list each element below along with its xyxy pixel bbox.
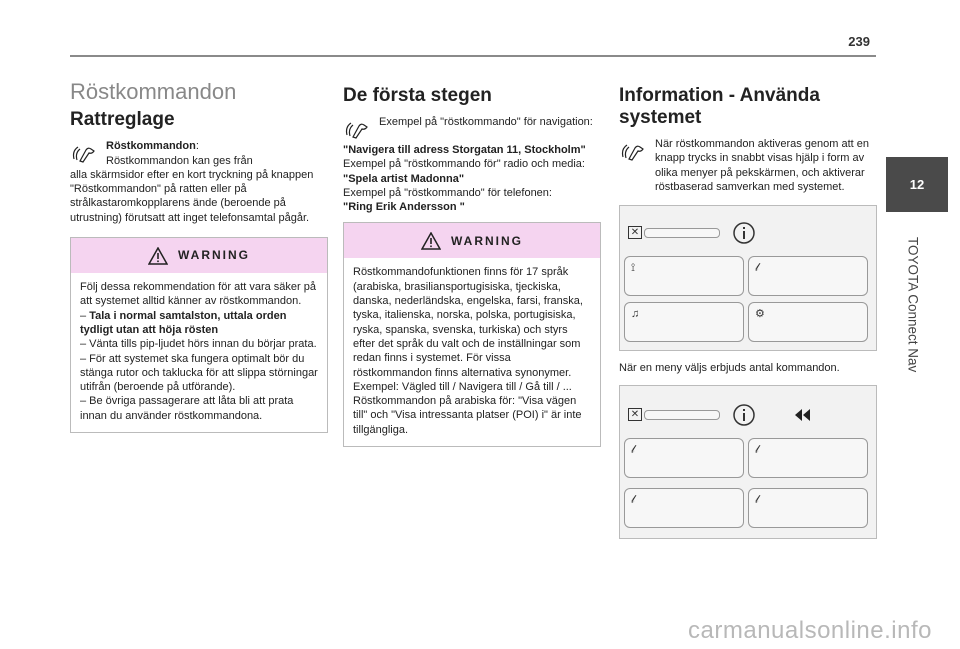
subsection-title: Rattreglage <box>70 109 175 131</box>
warning-triangle-icon <box>421 231 441 250</box>
voice-command-line: Röstkommandon kan ges från <box>106 154 253 167</box>
navigation-arrow-icon: ⟟ <box>631 262 636 275</box>
media-menu-button[interactable]: ♫ <box>624 302 744 343</box>
close-icon[interactable]: ✕ <box>628 408 642 422</box>
info-icon[interactable] <box>733 404 755 427</box>
warning-header: WARNING <box>344 223 600 259</box>
phone-command: "Ring Erik Andersson " <box>343 201 465 214</box>
phone-icon: 𝓁 <box>755 444 759 457</box>
phone-icon: 𝓁 <box>631 494 635 507</box>
section-title: Information - Använda systemet <box>619 85 820 128</box>
phone-example: Exempel på "röstkommando" för telefonen: <box>343 186 552 199</box>
settings-menu-button[interactable]: ⚙ <box>748 302 868 343</box>
usage-intro: När röstkommandon aktiveras genom att en… <box>619 137 877 194</box>
warning-body: Följ dessa rekommendation för att vara s… <box>80 281 318 422</box>
section-title: De första stegen <box>343 85 492 106</box>
warning-title: WARNING <box>178 248 250 263</box>
back-icon[interactable] <box>792 407 814 423</box>
column-right: Information - Använda systemet När röstk… <box>619 82 877 540</box>
warning-body: Röstkommandofunktionen finns för 17 språ… <box>353 266 583 436</box>
chapter-tab[interactable]: 12 <box>886 157 948 212</box>
voice-command-icon <box>345 122 368 139</box>
menu-caption: När en meny väljs erbjuds antal kommando… <box>619 362 840 375</box>
voice-command-icon <box>621 144 644 161</box>
chapter-label: TOYOTA Connect Nav <box>905 237 921 373</box>
phone-menu-button[interactable]: 𝓁 <box>748 256 868 297</box>
voice-command-description: alla skärmsidor efter en kort tryckning … <box>70 168 314 224</box>
command-button[interactable]: 𝓁 <box>748 488 868 529</box>
media-example: Exempel på "röstkommando för" radio och … <box>343 158 585 171</box>
navigation-example: Exempel på "röstkommando" för navigation… <box>343 115 601 143</box>
navigation-command: "Navigera till adress Storgatan 11, Stoc… <box>343 144 586 156</box>
music-icon: ♫ <box>631 308 640 321</box>
command-button[interactable]: 𝓁 <box>624 488 744 529</box>
settings-icon: ⚙ <box>755 308 765 321</box>
column-left: Röstkommandon Rattreglage Röstkommandon:… <box>70 79 328 434</box>
info-icon[interactable] <box>733 222 755 244</box>
phone-icon: 𝓁 <box>631 444 635 457</box>
warning-triangle-icon <box>148 246 168 265</box>
menu-bar-input <box>644 228 720 239</box>
help-menu-screen: ✕ ⟟ 𝓁 ♫ ⚙ <box>619 205 877 352</box>
voice-command-term: Röstkommandon <box>106 140 196 153</box>
menu-bar-input <box>644 410 720 421</box>
navigation-menu-button[interactable]: ⟟ <box>624 256 744 297</box>
phone-icon: 𝓁 <box>755 262 759 275</box>
phone-icon: 𝓁 <box>755 494 759 507</box>
close-icon[interactable]: ✕ <box>628 226 642 240</box>
voice-command-icon <box>72 146 95 164</box>
warning-header: WARNING <box>71 238 327 274</box>
watermark: carmanualsonline.info <box>688 617 932 644</box>
header-rule <box>70 55 876 57</box>
media-command: "Spela artist Madonna" <box>343 172 465 185</box>
warning-box: WARNING Röstkommandofunktionen finns för… <box>343 222 601 448</box>
voice-command-paragraph: Röstkommandon: Röstkommandon kan ges frå… <box>70 139 328 168</box>
warning-title: WARNING <box>451 233 523 248</box>
page-number: 239 <box>848 34 870 49</box>
warning-box: WARNING Följ dessa rekommendation för at… <box>70 237 328 434</box>
command-button[interactable]: 𝓁 <box>748 438 868 479</box>
column-middle: De första stegen Exempel på "röstkommand… <box>343 82 601 448</box>
command-button[interactable]: 𝓁 <box>624 438 744 479</box>
command-menu-screen: ✕ 𝓁 𝓁 𝓁 𝓁 <box>619 385 877 540</box>
section-title: Röstkommandon <box>70 79 237 104</box>
